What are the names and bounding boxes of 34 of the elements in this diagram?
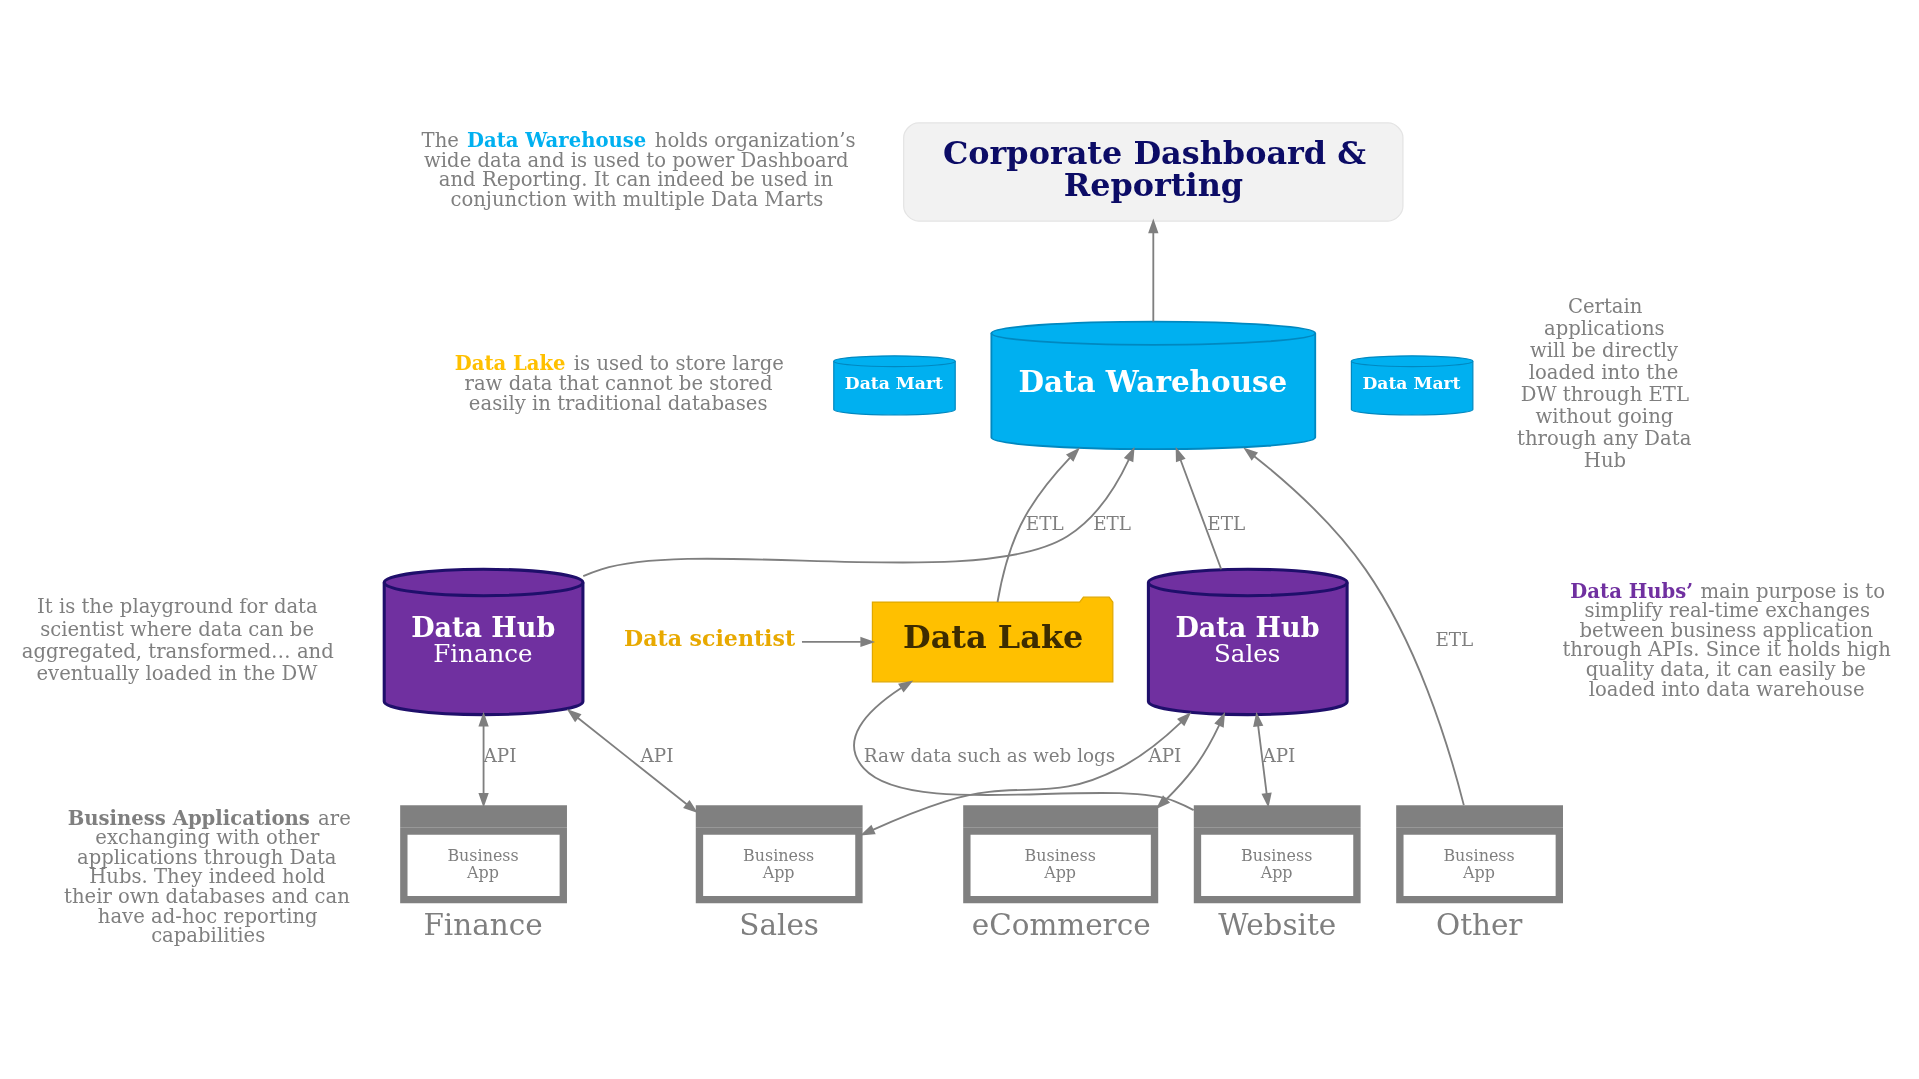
edge-label: API xyxy=(1148,745,1182,767)
node-label: eCommerce xyxy=(971,908,1151,943)
label: Data Hubs’ main purpose is to simplify real-time exchanges between business application through APIs. Since it holds high quality data, it can easily be loaded into data warehouse xyxy=(1562,579,1891,701)
arrow xyxy=(478,711,489,808)
arrow xyxy=(1253,711,1272,808)
label: Business Applications are exchanging with other applications through Data Hubs. They indeed hold their own databases and can have ad-hoc reporting capabilities xyxy=(64,806,351,948)
edge-label: API xyxy=(640,745,674,767)
arrow xyxy=(1155,712,1226,810)
node-text: Data scientist xyxy=(624,625,796,652)
edge-label: API xyxy=(1262,745,1296,767)
arrow xyxy=(996,447,1080,603)
node-box: Corporate Dashboard & Reporting xyxy=(903,122,1404,222)
arrow xyxy=(1175,446,1223,571)
label: It is the playground for data scientist where data can be aggregated, transformed… and eventually loaded in the DW xyxy=(21,595,334,685)
label: Data Lake is used to store large raw data that cannot be stored easily in traditional databases xyxy=(454,352,784,415)
edge-label: ETL xyxy=(1093,513,1132,535)
edge-label: ETL xyxy=(1025,513,1064,535)
label: Certain applications will be directly loaded into the DW through ETL without going through any Data Hub xyxy=(1517,294,1692,473)
arrow xyxy=(566,709,698,814)
arrow xyxy=(801,636,876,648)
edge-label: ETL xyxy=(1207,513,1246,535)
edge-label: Raw data such as web logs xyxy=(863,745,1116,767)
arrow xyxy=(1148,218,1159,323)
arrow xyxy=(853,680,1195,811)
edge-label: API xyxy=(483,745,517,767)
node-label: Finance xyxy=(423,908,543,943)
node-label: Website xyxy=(1218,908,1337,943)
arrow xyxy=(860,712,1192,836)
node-label: Other xyxy=(1436,908,1523,943)
edge-label: ETL xyxy=(1435,629,1474,651)
node-label: Sales xyxy=(739,908,819,943)
arrow xyxy=(1243,447,1465,807)
label: The Data Warehouse holds organization’s wide data and is used to power Dashboard and Reporting. It can indeed be used in conjunction with multiple Data Marts xyxy=(421,129,856,212)
arrow xyxy=(582,446,1135,578)
